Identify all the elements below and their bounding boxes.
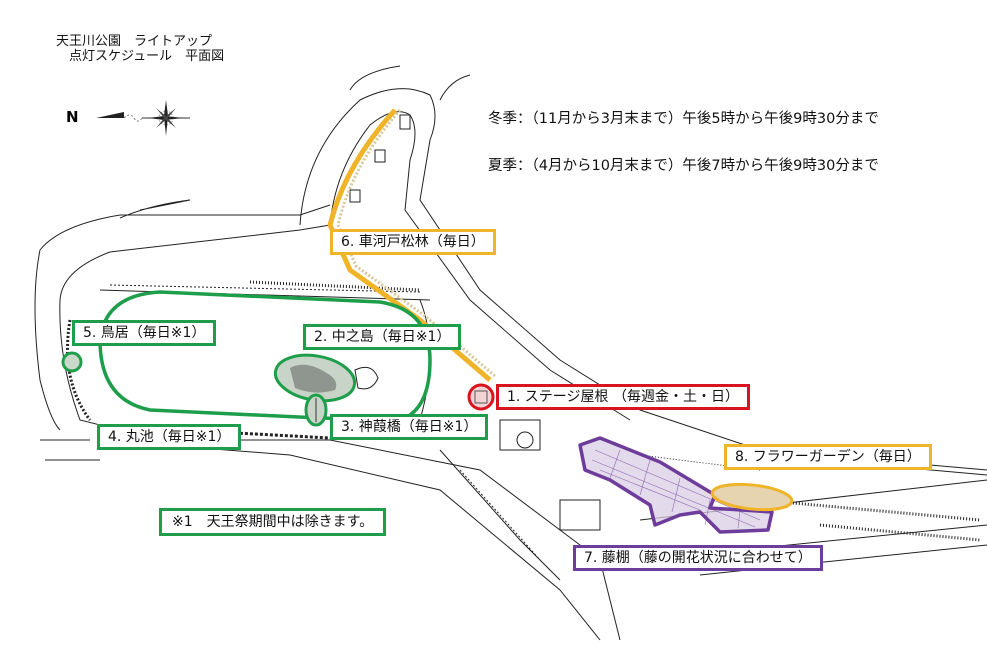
label-3-shinkatsu-bridge: 3. 神葭橋（毎日※1） (330, 414, 489, 440)
label-1-stage-roof: 1. ステージ屋根 （毎週金・土・日） (496, 384, 750, 410)
title-line-1: 天王川公園 ライトアップ (56, 34, 213, 49)
north-label: N (66, 108, 79, 126)
label-4-maru-ike: 4. 丸池（毎日※1） (97, 424, 242, 450)
compass-rose-icon: N (62, 96, 192, 136)
label-6-kurumagato-pine: 6. 車河戸松林（毎日） (330, 229, 496, 255)
map-title: 天王川公園 ライトアップ 点灯スケジュール 平面図 (56, 34, 224, 64)
label-7-wisteria-trellis: 7. 藤棚（藤の開花状況に合わせて） (573, 545, 823, 571)
title-line-2: 点灯スケジュール 平面図 (69, 49, 225, 64)
footnote-tenno-festival: ※1 天王祭期間中は除きます。 (159, 508, 387, 536)
summer-schedule: 夏季：（4月から10月末まで）午後7時から午後9時30分まで (488, 158, 879, 174)
label-8-flower-garden: 8. フラワーガーデン（毎日） (724, 444, 932, 470)
label-5-torii: 5. 鳥居（毎日※1） (72, 320, 217, 346)
winter-schedule: 冬季：（11月から3月末まで）午後5時から午後9時30分まで (488, 111, 879, 127)
label-2-nakanoshima: 2. 中之島（毎日※1） (303, 324, 462, 350)
